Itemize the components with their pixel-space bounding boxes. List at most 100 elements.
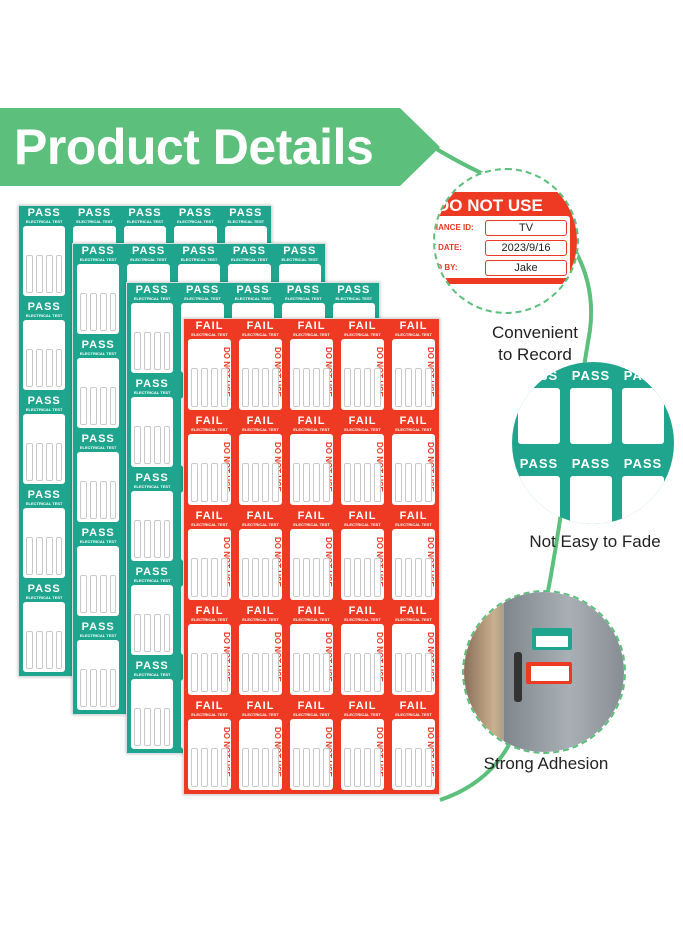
closeup-row: T DATE:2023/9/16 (433, 240, 569, 256)
label-title: FAIL (348, 320, 377, 332)
label-subtitle: ELECTRICAL TEST (344, 427, 381, 432)
closeup-row-value: TV (485, 220, 567, 236)
fade-label-body (518, 476, 560, 524)
label-body: DO NOT USE (392, 434, 435, 505)
label-title: FAIL (399, 320, 428, 332)
label-fields (191, 557, 228, 597)
label-fields (134, 425, 171, 464)
label-fields (344, 747, 381, 787)
closeup-row-label: LIANCE ID: (433, 223, 474, 232)
label-title: PASS (229, 207, 263, 219)
label-fields (191, 652, 228, 692)
label-subtitle: ELECTRICAL TEST (79, 539, 117, 544)
label-subtitle: ELECTRICAL TEST (133, 390, 171, 395)
label-subtitle: ELECTRICAL TEST (130, 257, 167, 262)
label-title: PASS (27, 395, 61, 407)
label-subtitle: ELECTRICAL TEST (344, 617, 381, 622)
label-fields (293, 557, 330, 597)
label-subtitle: ELECTRICAL TEST (133, 296, 171, 301)
label-subtitle: ELECTRICAL TEST (395, 712, 432, 717)
label-title: PASS (135, 566, 169, 578)
fade-label-body (570, 476, 612, 524)
label-body: DO NOT USE (392, 719, 435, 790)
label-subtitle: ELECTRICAL TEST (191, 332, 228, 337)
label-subtitle: ELECTRICAL TEST (242, 712, 279, 717)
label-title: FAIL (297, 415, 326, 427)
fade-label-title: PASS (519, 456, 559, 471)
label-subtitle: ELECTRICAL TEST (180, 257, 218, 262)
label-subtitle: ELECTRICAL TEST (293, 712, 330, 717)
label-title: FAIL (399, 700, 428, 712)
label-subtitle: ELECTRICAL TEST (126, 219, 164, 224)
label-fields (344, 557, 381, 597)
fade-pass-label: PASS (514, 452, 564, 524)
label-title: FAIL (348, 605, 377, 617)
label-body (77, 264, 120, 334)
label-subtitle: ELECTRICAL TEST (177, 219, 214, 224)
label-subtitle: ELECTRICAL TEST (25, 313, 63, 318)
label-title: FAIL (246, 320, 275, 332)
label-subtitle: ELECTRICAL TEST (293, 427, 330, 432)
closeup-row-value: Jake (485, 260, 567, 276)
label-fields (395, 747, 432, 787)
label-body: DO NOT USE (392, 339, 435, 410)
label-body: DO NOT USE (188, 339, 231, 410)
label-subtitle: ELECTRICAL TEST (79, 633, 117, 638)
fade-label-title: PASS (571, 368, 611, 383)
closeup-row-label: T DATE: (433, 243, 462, 252)
label-title: PASS (236, 284, 270, 296)
feature-record: Convenient to Record (445, 322, 625, 366)
label-subtitle: ELECTRICAL TEST (25, 501, 63, 506)
label-fields (134, 613, 171, 652)
banner-title: Product Details (14, 119, 374, 175)
label-body (131, 397, 174, 467)
closeup-row: LIANCE ID: TV (433, 220, 569, 236)
label-body: DO NOT USE (188, 719, 231, 790)
fade-label-title: PASS (571, 456, 611, 471)
label-fields (80, 480, 117, 519)
label-fields (242, 462, 279, 502)
label-title: FAIL (246, 415, 275, 427)
label-subtitle: ELECTRICAL TEST (191, 427, 228, 432)
label-body: DO NOT USE (290, 624, 333, 695)
label-title: PASS (186, 284, 220, 296)
label-subtitle: ELECTRICAL TEST (293, 522, 330, 527)
label-subtitle: ELECTRICAL TEST (395, 617, 432, 622)
label-title: PASS (135, 284, 169, 296)
label-title: FAIL (297, 320, 326, 332)
label-subtitle: ELECTRICAL TEST (242, 522, 279, 527)
label-body: DO NOT USE (341, 624, 384, 695)
banner-arrow-shape (0, 108, 440, 186)
label-title: PASS (27, 207, 61, 219)
fade-pass-label: PASS (618, 452, 668, 524)
label-title: PASS (232, 245, 266, 257)
label-subtitle: ELECTRICAL TEST (79, 351, 117, 356)
feature-adhesion: Strong Adhesion (456, 753, 636, 775)
label-subtitle: ELECTRICAL TEST (293, 617, 330, 622)
label-body (23, 414, 66, 484)
closeup-row: ED BY:Jake (435, 260, 569, 276)
label-subtitle: ELECTRICAL TEST (191, 522, 228, 527)
label-title: PASS (81, 339, 115, 351)
label-body (131, 679, 174, 749)
feature-adhesion-line1: Strong Adhesion (483, 754, 609, 773)
label-body: DO NOT USE (290, 529, 333, 600)
label-title: PASS (81, 527, 115, 539)
closeup-body: LIANCE ID: TV T DATE:2023/9/16 ED BY:Jake (433, 216, 570, 278)
label-fields (293, 652, 330, 692)
label-subtitle: ELECTRICAL TEST (335, 296, 373, 301)
label-body: DO NOT USE (239, 434, 282, 505)
label-title: FAIL (399, 415, 428, 427)
adhesion-circle (462, 590, 626, 754)
label-body: DO NOT USE (341, 529, 384, 600)
label-subtitle: ELECTRICAL TEST (242, 617, 279, 622)
